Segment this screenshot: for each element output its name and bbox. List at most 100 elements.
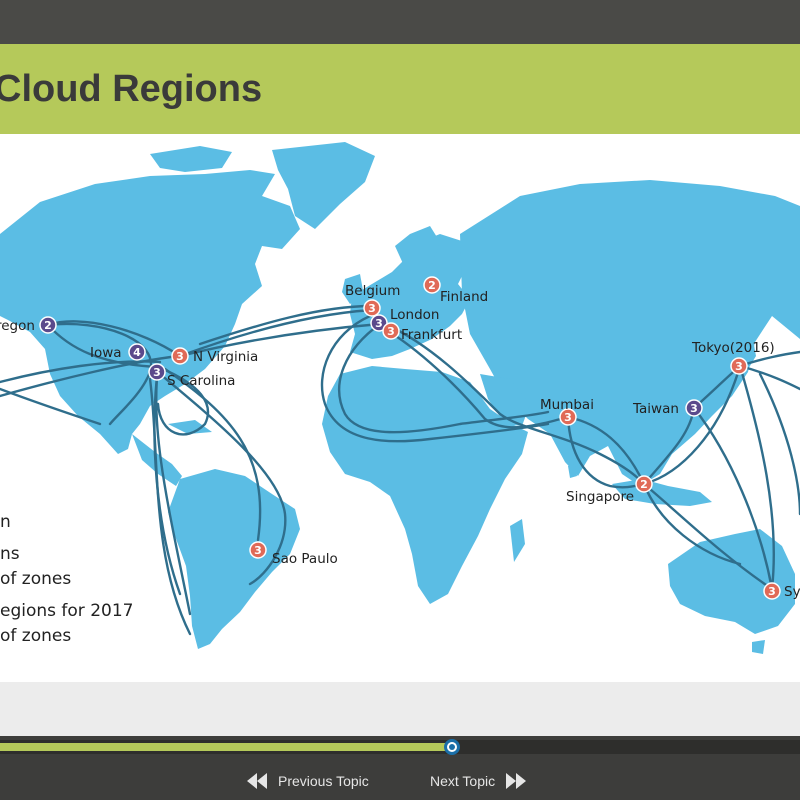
region-zone-count-frankfurt: 3 [387, 325, 395, 338]
network-cable [158, 372, 287, 586]
region-label-sao-paulo: Sao Paulo [272, 551, 338, 567]
region-marker-finland [423, 276, 441, 294]
network-cable [642, 482, 774, 591]
region-label-mumbai: Mumbai [540, 397, 594, 413]
region-label-frankfurt: Frankfurt [401, 327, 462, 343]
network-cable [0, 354, 180, 398]
next-topic-label: Next Topic [430, 773, 496, 789]
network-cable [566, 415, 646, 489]
region-label-singapore: Singapore [566, 489, 634, 505]
region-label-london: London [390, 307, 440, 323]
region-label-n-virginia: N Virginia [193, 349, 258, 365]
network-cable [738, 364, 800, 391]
network-cable [46, 320, 182, 358]
region-marker-s-carolina [148, 363, 166, 381]
north-america [0, 170, 300, 454]
legend-line: of zones [0, 626, 72, 646]
region-label-iowa: Iowa [90, 345, 122, 361]
progress-fill [0, 743, 452, 751]
region-zone-count-oregon: 2 [44, 319, 52, 332]
fast-forward-icon [505, 771, 527, 791]
network-cable [0, 360, 162, 384]
network-cable [758, 372, 800, 516]
region-markers: 2 regon 4 Iowa 3 N Virginia 3 S Carolina 3 Belgiu… [0, 276, 800, 600]
network-cable [156, 365, 210, 436]
region-marker-sydney [763, 582, 781, 600]
region-marker-frankfurt [382, 322, 400, 340]
previous-topic-label: Previous Topic [278, 773, 369, 789]
canada-islands [150, 146, 232, 172]
network-cable [148, 377, 192, 636]
region-zone-count-s-carolina: 3 [153, 366, 161, 379]
region-marker-n-virginia [171, 347, 189, 365]
continents [0, 142, 800, 654]
caribbean [168, 420, 212, 434]
player-top-bar [0, 0, 800, 44]
world-map-graphic: 2 regon 4 Iowa 3 N Virginia 3 S Carolina 3 Belgiu… [0, 142, 800, 654]
previous-topic-button[interactable]: Previous Topic [246, 770, 369, 792]
scandinavia [395, 226, 440, 274]
region-marker-belgium [363, 299, 381, 317]
region-label-finland: Finland [440, 289, 488, 305]
region-zone-count-taiwan: 3 [690, 402, 698, 415]
region-marker-london [370, 314, 388, 332]
greenland [272, 142, 375, 229]
region-zone-count-n-virginia: 3 [176, 350, 184, 363]
region-zone-count-singapore: 2 [640, 478, 648, 491]
region-zone-count-tokyo: 3 [735, 360, 743, 373]
network-cable [178, 322, 382, 358]
region-marker-mumbai [559, 408, 577, 426]
world-map: 2 regon 4 Iowa 3 N Virginia 3 S Carolina 3 Belgiu… [0, 134, 800, 682]
player-controls: Previous Topic Next Topic [0, 756, 800, 800]
region-zone-count-iowa: 4 [133, 346, 141, 359]
network-cable [738, 364, 775, 591]
asia [460, 180, 800, 486]
region-marker-taiwan [685, 399, 703, 417]
slide: Cloud Regions [0, 44, 800, 736]
sri-lanka [568, 464, 577, 478]
network-cable [198, 304, 374, 346]
progress-scrubber[interactable] [444, 739, 460, 755]
network-cable [383, 322, 646, 486]
region-label-oregon: regon [0, 318, 35, 334]
region-marker-tokyo [730, 357, 748, 375]
network-cable [163, 367, 262, 542]
network-cable [46, 323, 160, 369]
madagascar [510, 519, 525, 562]
region-zone-count-belgium: 3 [368, 302, 376, 315]
uk [342, 274, 364, 304]
region-label-taiwan: Taiwan [632, 401, 679, 417]
network-cable [692, 406, 774, 591]
region-marker-singapore [635, 475, 653, 493]
network-cable [642, 482, 742, 566]
australia [668, 529, 795, 634]
region-marker-oregon [39, 316, 57, 334]
network-cable [320, 314, 550, 443]
region-marker-iowa [128, 343, 146, 361]
africa [322, 366, 528, 604]
region-label-s-carolina: S Carolina [167, 373, 235, 389]
legend-line: n [0, 512, 11, 532]
region-zone-count-sao-paulo: 3 [254, 544, 262, 557]
region-label-tokyo: Tokyo(2016) [691, 340, 775, 356]
legend-line: egions for 2017 [0, 601, 134, 621]
network-cable [378, 324, 570, 429]
region-label-belgium: Belgium [345, 283, 400, 299]
next-topic-button[interactable]: Next Topic [430, 770, 527, 792]
legend-line: ns [0, 544, 20, 564]
title-band: Cloud Regions [0, 44, 800, 134]
rewind-icon [246, 771, 268, 791]
region-zone-count-mumbai: 3 [564, 411, 572, 424]
region-zone-count-finland: 2 [428, 279, 436, 292]
region-marker-sao-paulo [249, 541, 267, 559]
network-cable [566, 415, 646, 486]
tasmania [752, 640, 765, 654]
network-cable [178, 308, 374, 358]
region-zone-count-sydney: 3 [768, 585, 776, 598]
network-cable [642, 364, 742, 486]
arabia [480, 374, 530, 426]
south-america [168, 469, 300, 649]
region-zone-count-london: 3 [375, 317, 383, 330]
slide-title: Cloud Regions [0, 68, 263, 110]
region-label-sydney: Sy [784, 584, 800, 600]
